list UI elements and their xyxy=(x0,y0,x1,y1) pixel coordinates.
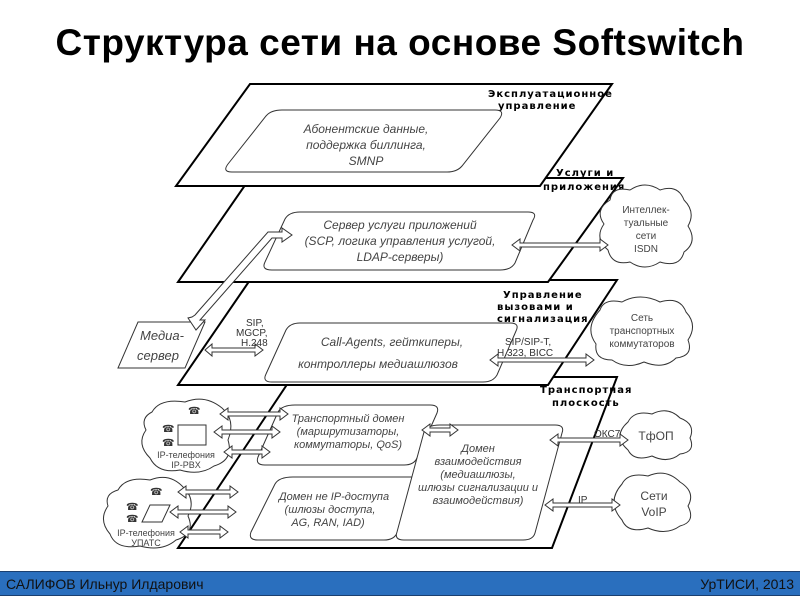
protocols-media: SIP,MGCP,H.248 xyxy=(236,318,268,349)
phone-icon: ☎ xyxy=(188,406,200,417)
protocol-voip: IP xyxy=(578,495,588,506)
protocol-pstn: ОКС7 xyxy=(594,429,621,440)
arrow-pbx-1 xyxy=(219,407,289,421)
box-call-agents xyxy=(264,322,518,383)
box-app-server xyxy=(263,211,536,271)
phone-icon: ☎ xyxy=(162,424,174,435)
phone-icon: ☎ xyxy=(162,438,174,449)
arrow-transport-interworking xyxy=(421,423,459,437)
arrow-media-to-app-server xyxy=(187,227,293,331)
box-transport-domain-text: Транспортный домен(маршрутизаторы,коммут… xyxy=(292,413,405,451)
phone-icon: ☎ xyxy=(126,502,138,513)
slide-title: Структура сети на основе Softswitch xyxy=(55,22,745,63)
arrow-voip xyxy=(544,498,621,512)
footer-author: САЛИФОВ Ильнур Илдарович xyxy=(6,576,204,592)
cloud-pstn: ТфОП xyxy=(619,410,693,460)
box-media-server-text: Медиа-сервер xyxy=(137,328,185,363)
box-app-server-text: Сервер услуги приложений(SCP, логика упр… xyxy=(305,218,496,264)
arrow-app-server-isdn xyxy=(511,238,609,252)
cloud-pstn-text: ТфОП xyxy=(638,429,673,443)
protocols-transit: SIP/SIP-T,H.323, BICC xyxy=(497,337,553,359)
box-call-agents-text: Call-Agents, гейткиперы,контроллеры меди… xyxy=(298,335,463,371)
arrows xyxy=(169,227,629,539)
arrow-media-call-agents xyxy=(204,342,264,358)
arrow-pbx-3 xyxy=(223,445,271,459)
footer-org-year: УрТИСИ, 2013 xyxy=(700,576,794,592)
box-non-ip-domain-text: Домен не IP-доступа(шлюзы доступа,AG, RA… xyxy=(277,491,389,529)
arrow-upats-1 xyxy=(177,485,239,499)
arrow-pstn xyxy=(549,433,629,447)
switch-icon xyxy=(141,504,171,523)
box-subscriber-data xyxy=(225,109,503,173)
phone-icon: ☎ xyxy=(150,487,162,498)
box-media-server[interactable] xyxy=(117,321,206,369)
arrow-pbx-2 xyxy=(213,425,281,439)
arrow-upats-3 xyxy=(179,525,229,539)
arrow-upats-2 xyxy=(169,505,237,519)
slide-footer: САЛИФОВ Ильнур Илдарович УрТИСИ, 2013 xyxy=(0,571,800,596)
pbx-icon xyxy=(177,424,207,446)
arrow-call-agents-transit xyxy=(489,353,595,367)
phone-icon: ☎ xyxy=(126,514,138,525)
box-subscriber-data-text: Абонентские данные,поддержка биллинга,SM… xyxy=(303,122,429,168)
